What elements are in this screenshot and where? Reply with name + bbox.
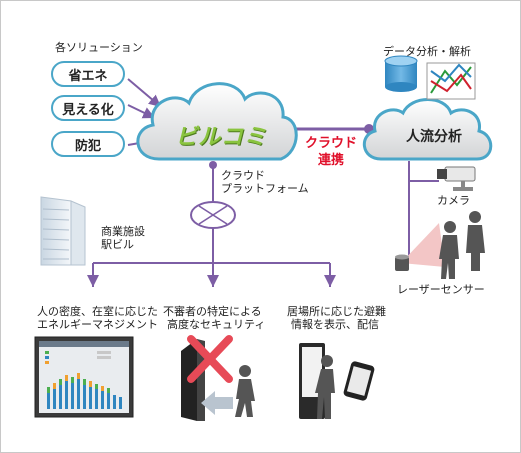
evacuation-image bbox=[299, 343, 375, 419]
laser-sensor-label: レーザーセンサー bbox=[397, 283, 485, 296]
people-silhouettes bbox=[439, 211, 485, 279]
solution-pill-energy: 省エネ bbox=[51, 61, 125, 87]
solutions-heading: 各ソリューション bbox=[55, 41, 143, 54]
output-evacuation-line1: 居場所に応じた避難 bbox=[287, 305, 386, 318]
building-label-line1: 商業施設 bbox=[101, 225, 145, 238]
cloud-link-label-line2: 連携 bbox=[317, 153, 344, 168]
solution-pill-crime-prevention: 防犯 bbox=[51, 131, 125, 157]
main-cloud-shape bbox=[136, 82, 298, 161]
data-analysis-label: データ分析・解析 bbox=[383, 45, 471, 58]
right-cloud-shape bbox=[363, 98, 493, 161]
cloud-link-label: クラウド 連携 bbox=[291, 135, 371, 169]
solution-pill-visualize: 見える化 bbox=[51, 95, 125, 121]
output-energy-line1: 人の密度、在室に応じた bbox=[37, 305, 158, 318]
cloud-link-label-line1: クラウド bbox=[304, 136, 357, 151]
camera-label: カメラ bbox=[437, 194, 470, 207]
security-image bbox=[181, 335, 255, 421]
building-label-line2: 駅ビル bbox=[101, 238, 134, 251]
cloud-caption-line1: クラウド bbox=[221, 169, 265, 182]
arrow-2 bbox=[127, 104, 156, 119]
output-energy-line2: エネルギーマネジメント bbox=[37, 318, 158, 331]
bircomi-logo: ビルコミ bbox=[175, 125, 267, 150]
output-security-line2: 高度なセキュリティ bbox=[167, 318, 266, 331]
camera-icon bbox=[437, 166, 476, 191]
data-analysis-icon bbox=[384, 55, 476, 100]
output-evacuation-line2: 情報を表示、配信 bbox=[291, 318, 379, 331]
building-icon bbox=[40, 196, 86, 266]
energy-dashboard-image bbox=[34, 336, 134, 418]
arrow-1 bbox=[127, 78, 162, 108]
output-security-line1: 不審者の特定による bbox=[163, 305, 262, 318]
laser-sensor-icon bbox=[395, 254, 409, 271]
laser-beam bbox=[401, 223, 445, 267]
right-cloud-label: 人流分析 bbox=[406, 129, 462, 145]
cloud-caption-line2: プラットフォーム bbox=[221, 182, 309, 195]
